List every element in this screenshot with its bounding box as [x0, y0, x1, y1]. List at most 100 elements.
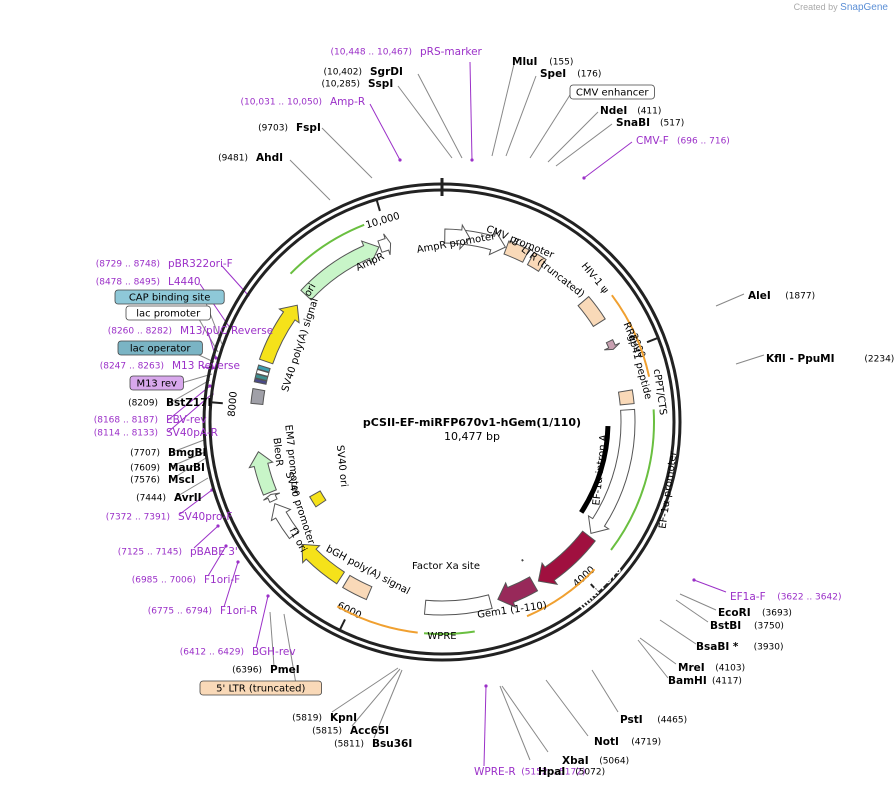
feature-label-sv40-ori: SV40 ori	[334, 445, 349, 488]
site-ndei[interactable]: NdeI(411)	[600, 105, 661, 117]
site-kfli-ppumi[interactable]: KflI - PpuMI(2234)	[766, 353, 894, 365]
site-name: BsaBI *	[696, 641, 739, 653]
site-sv40pro-f[interactable]: SV40pro-F(7372 .. 7391)	[106, 511, 233, 523]
site-maubi[interactable]: MauBI(7609)	[130, 462, 205, 474]
primer-mark	[582, 176, 586, 180]
leader-sgrdi	[417, 73, 463, 159]
feature-lac-promoter	[255, 368, 270, 377]
site-position: (7707)	[130, 449, 160, 459]
site-position: (696 .. 716)	[677, 137, 730, 147]
site-xbai[interactable]: XbaI(5064)	[562, 755, 629, 767]
site-position: (5064)	[599, 757, 629, 767]
site-ef1a-f[interactable]: EF1a-F(3622 .. 3642)	[730, 591, 841, 603]
site-cap-binding-site[interactable]: CAP binding site	[114, 289, 225, 305]
site-pbr322ori-f[interactable]: pBR322ori-F(8729 .. 8748)	[96, 258, 233, 270]
site-sgrdi[interactable]: SgrDI(10,402)	[323, 66, 402, 78]
site-position: (10,448 .. 10,467)	[331, 48, 412, 58]
leader-noti	[545, 679, 589, 737]
site-lac-promoter[interactable]: lac promoter	[125, 305, 211, 321]
site-position: (5072)	[575, 768, 605, 778]
site-box	[114, 289, 225, 305]
site-acc65i[interactable]: Acc65I(5815)	[312, 725, 389, 737]
tick-label: 6000	[335, 600, 363, 621]
site-position: (8729 .. 8748)	[96, 260, 160, 270]
site-name: MluI	[512, 56, 537, 68]
feature-cmv-promoter	[462, 229, 507, 256]
highlight-arc-1	[526, 568, 596, 618]
site-wpre-r[interactable]: WPRE-R(5152 .. 5172)	[474, 766, 585, 778]
feature-ef-1-promoter	[587, 408, 636, 535]
site-hpai[interactable]: HpaI(5072)	[538, 766, 605, 778]
site-name: PstI	[620, 714, 643, 726]
site-spei[interactable]: SpeI(176)	[540, 68, 601, 80]
site-position: (10,402)	[323, 68, 362, 78]
site-ecori[interactable]: EcoRI(3693)	[718, 607, 792, 619]
leader-ahdi	[289, 159, 331, 201]
site-mrei[interactable]: MreI(4103)	[678, 662, 745, 674]
site-ebv-rev[interactable]: EBV-rev (8168 .. 8187)	[94, 414, 207, 426]
site-name: AleI	[748, 290, 771, 302]
site-snabi[interactable]: SnaBI(517)	[616, 117, 684, 129]
site-bgh-rev[interactable]: BGH-rev(6412 .. 6429)	[180, 646, 296, 658]
site-cmv-f[interactable]: CMV-F(696 .. 716)	[636, 135, 730, 147]
site-bamhi[interactable]: BamHI(4117)	[668, 675, 742, 687]
leader-cmv-enhancer	[529, 94, 571, 159]
leader-bstbi	[675, 599, 709, 623]
site-bstbi[interactable]: BstBI(3750)	[710, 620, 784, 632]
site-prs-marker[interactable]: pRS-marker (10,448 .. 10,467)	[331, 46, 483, 58]
site-sv40pa-r[interactable]: SV40pA-R(8114 .. 8133)	[94, 427, 218, 439]
site-m13-rev[interactable]: M13 rev	[129, 375, 184, 391]
site-alei[interactable]: AleI(1877)	[748, 290, 815, 302]
site-name: BstBI	[710, 620, 741, 632]
site-amp-r[interactable]: Amp-R(10,031 .. 10,050)	[241, 96, 366, 108]
feature-label-ef-1-promoter: EF-1α promoter	[658, 450, 680, 530]
site-pbabe-3[interactable]: pBABE 3'(7125 .. 7145)	[118, 546, 238, 558]
site-name: BstZ17I	[166, 397, 211, 409]
site-5-ltr-truncated[interactable]: 5' LTR (truncated)	[199, 680, 322, 696]
site-kpni[interactable]: KpnI(5819)	[292, 712, 357, 724]
site-noti[interactable]: NotI(4719)	[594, 736, 661, 748]
feature-ef-1-intron-a	[579, 425, 611, 514]
site-box	[129, 375, 184, 391]
site-name: NotI	[594, 736, 619, 748]
site-bsu36i[interactable]: Bsu36I(5811)	[334, 738, 412, 750]
site-f1ori-f[interactable]: F1ori-F(6985 .. 7006)	[132, 574, 241, 586]
site-m13-reverse[interactable]: M13 Reverse(8247 .. 8263)	[100, 360, 240, 372]
site-psti[interactable]: PstI(4465)	[620, 714, 687, 726]
site-name: BGH-rev	[252, 646, 296, 658]
site-name: pRS-marker	[420, 46, 483, 58]
site-pmei[interactable]: PmeI(6396)	[232, 664, 300, 676]
site-position: (6985 .. 7006)	[132, 576, 196, 586]
site-position: (8209)	[128, 399, 158, 409]
site-position: (517)	[660, 119, 684, 129]
site-box-label: CAP binding site	[129, 293, 211, 304]
site-position: (7372 .. 7391)	[106, 513, 170, 523]
site-f1ori-r[interactable]: F1ori-R(6775 .. 6794)	[148, 605, 258, 617]
site-box-label: M13 rev	[136, 379, 177, 390]
site-position: (9481)	[218, 154, 248, 164]
site-name: EBV-rev	[166, 414, 207, 426]
site-bsabi[interactable]: BsaBI *(3930)	[696, 641, 784, 653]
site-bmgbi[interactable]: BmgBI(7707)	[130, 447, 206, 459]
site-ahdi[interactable]: AhdI(9481)	[218, 152, 283, 164]
feature-factor-xa-site	[521, 558, 524, 562]
site-position: (3622 .. 3642)	[777, 593, 841, 603]
feature-cap-binding-site	[256, 364, 271, 373]
site-mlui[interactable]: MluI(155)	[512, 56, 573, 68]
feature-gp41-peptide	[604, 339, 621, 351]
site-msci[interactable]: MscI(7576)	[130, 474, 195, 486]
site-bstz17i[interactable]: BstZ17I (8209)	[128, 397, 211, 409]
primer-mark	[266, 594, 270, 598]
site-m13-puc-reverse[interactable]: M13/pUC Reverse(8260 .. 8282)	[108, 325, 273, 337]
site-avrii[interactable]: AvrII(7444)	[136, 492, 202, 504]
site-position: (8168 .. 8187)	[94, 416, 158, 426]
site-name: pBABE 3'	[190, 546, 238, 558]
site-sspi[interactable]: SspI(10,285)	[321, 78, 393, 90]
leader-prs-marker	[469, 61, 473, 161]
site-fspi[interactable]: FspI(9703)	[258, 122, 321, 134]
site-cmv-enhancer[interactable]: CMV enhancer	[569, 84, 655, 100]
site-lac-operator[interactable]: lac operator	[117, 340, 203, 356]
site-l4440[interactable]: L4440(8478 .. 8495)	[96, 276, 201, 288]
site-box-label: lac promoter	[136, 309, 201, 320]
feature-cmv-enhancer	[444, 223, 471, 251]
